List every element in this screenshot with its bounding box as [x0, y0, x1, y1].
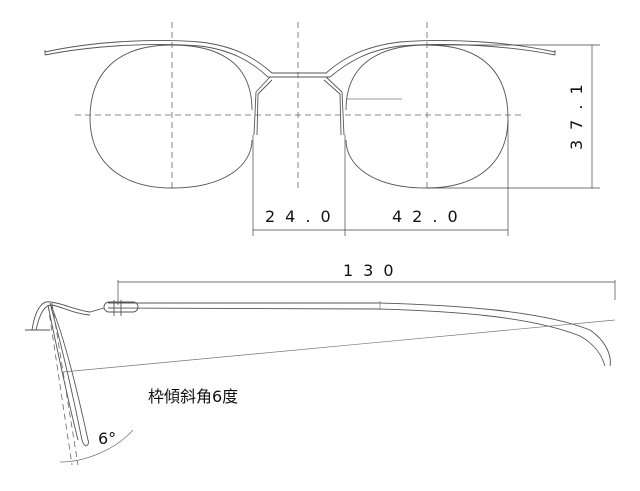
angle-arc: [59, 429, 134, 463]
left-brow-bar: [44, 40, 298, 74]
tilt-angle-label: 6°: [98, 429, 116, 448]
lens-profile-back: [47, 304, 79, 441]
front-view: 24.0 42.0 37.1: [44, 22, 600, 236]
lens-axis-line: [47, 304, 73, 466]
right-lens: [345, 44, 509, 189]
lens-width-label: 42.0: [392, 207, 468, 226]
left-brow-bar-inner: [44, 44, 298, 78]
side-view: 130 6° 枠傾斜角6度: [25, 261, 616, 466]
right-brow-bar-inner: [298, 44, 556, 78]
brow-profile: [31, 301, 105, 331]
temple-arm: [108, 302, 611, 367]
temple-arm-lower: [107, 307, 606, 367]
tilt-reference-line: [62, 319, 616, 373]
temple-length-label: 130: [343, 261, 404, 280]
brow-profile-inner: [35, 304, 91, 331]
left-nose-pad: [253, 76, 273, 136]
left-lens: [89, 44, 253, 189]
vertical-reference-line: [51, 302, 79, 466]
tilt-caption: 枠傾斜角6度: [148, 387, 238, 406]
lens-height-label: 37.1: [567, 74, 586, 150]
bridge-width-label: 24.0: [265, 207, 341, 226]
lens-profile-front: [49, 302, 89, 447]
right-nose-pad: [323, 76, 345, 136]
